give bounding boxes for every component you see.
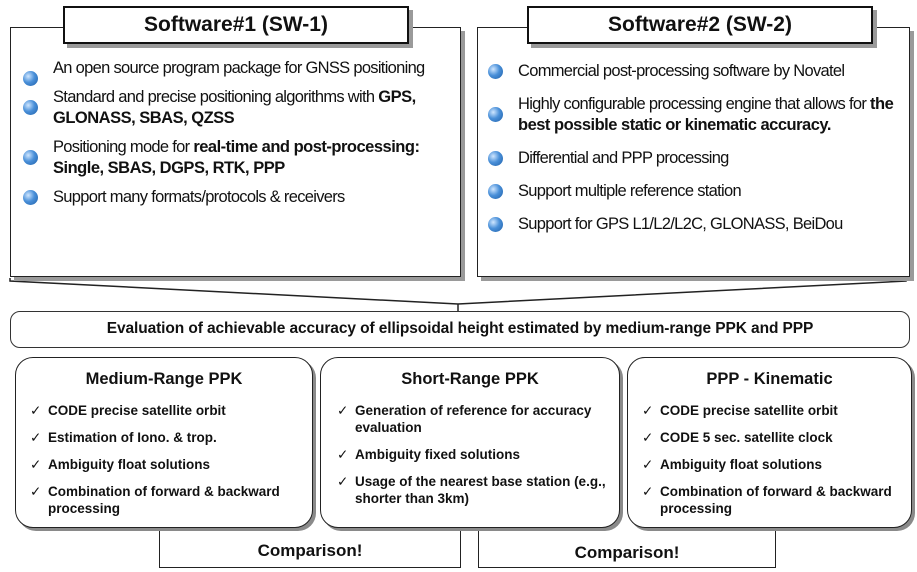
comparison-box-2: Comparison! — [478, 522, 776, 568]
sw2-panel: Commercial post-processing software by N… — [477, 27, 910, 277]
bullet-globe-icon — [488, 64, 503, 79]
bullet-globe-icon — [23, 190, 38, 205]
sw1-bullet: Positioning mode for real-time and post-… — [23, 137, 448, 179]
bullet-globe-icon — [488, 217, 503, 232]
sw1-bullet: Support many formats/protocols & receive… — [23, 187, 448, 208]
bullet-globe-icon — [23, 100, 38, 115]
sw2-bullet: Commercial post-processing software by N… — [488, 61, 913, 82]
sw2-bullet: Support for GPS L1/L2/L2C, GLONASS, BeiD… — [488, 214, 913, 235]
bullet-globe-icon — [23, 71, 38, 86]
ppp-kinematic-box: PPP - Kinematic ✓CODE precise satellite … — [627, 357, 912, 528]
sw2-bullet: Highly configurable processing engine th… — [488, 94, 913, 136]
sw2-bullet-list: Commercial post-processing software by N… — [488, 61, 913, 247]
check-item: ✓Combination of forward & backward proce… — [30, 484, 280, 516]
bullet-globe-icon — [488, 184, 503, 199]
sw1-bullet-list: An open source program package for GNSS … — [23, 58, 448, 216]
checkmark-icon: ✓ — [337, 447, 349, 462]
sw1-bullet: Standard and precise positioning algorit… — [23, 87, 448, 129]
comparison-label: Comparison! — [257, 541, 363, 560]
checkmark-icon: ✓ — [30, 403, 42, 418]
method-title: Short-Range PPK — [401, 370, 539, 388]
check-item: ✓Usage of the nearest base station (e.g.… — [337, 474, 606, 506]
method-checklist: ✓Generation of reference for accuracy ev… — [337, 402, 607, 507]
check-item: ✓Ambiguity float solutions — [30, 457, 210, 472]
checkmark-icon: ✓ — [337, 474, 349, 489]
check-item: ✓Combination of forward & backward proce… — [642, 484, 892, 516]
method-checklist: ✓CODE precise satellite orbit ✓Estimatio… — [30, 402, 300, 517]
bullet-globe-icon — [23, 150, 38, 165]
checkmark-icon: ✓ — [642, 457, 654, 472]
sw1-bullet: An open source program package for GNSS … — [23, 58, 448, 86]
check-item: ✓Ambiguity float solutions — [642, 457, 822, 472]
sw1-title: Software#1 (SW-1) — [63, 6, 409, 44]
method-title: PPP - Kinematic — [706, 370, 833, 388]
checkmark-icon: ✓ — [30, 484, 42, 499]
check-item: ✓Generation of reference for accuracy ev… — [337, 403, 592, 435]
check-item: ✓Estimation of Iono. & trop. — [30, 430, 217, 445]
checkmark-icon: ✓ — [337, 403, 349, 418]
sw1-panel: An open source program package for GNSS … — [10, 27, 461, 277]
medium-range-ppk-box: Medium-Range PPK ✓CODE precise satellite… — [15, 357, 313, 528]
sw2-bullet: Differential and PPP processing — [488, 148, 913, 169]
method-checklist: ✓CODE precise satellite orbit ✓CODE 5 se… — [642, 402, 904, 517]
checkmark-icon: ✓ — [642, 484, 654, 499]
bullet-globe-icon — [488, 151, 503, 166]
checkmark-icon: ✓ — [642, 430, 654, 445]
checkmark-icon: ✓ — [30, 430, 42, 445]
evaluation-banner: Evaluation of achievable accuracy of ell… — [10, 311, 910, 348]
checkmark-icon: ✓ — [30, 457, 42, 472]
check-item: ✓CODE 5 sec. satellite clock — [642, 430, 833, 445]
check-item: ✓CODE precise satellite orbit — [30, 403, 226, 418]
sw2-bullet: Support multiple reference station — [488, 181, 913, 202]
sw2-title: Software#2 (SW-2) — [527, 6, 873, 44]
short-range-ppk-box: Short-Range PPK ✓Generation of reference… — [320, 357, 620, 528]
checkmark-icon: ✓ — [642, 403, 654, 418]
method-title: Medium-Range PPK — [85, 370, 243, 388]
check-item: ✓CODE precise satellite orbit — [642, 403, 838, 418]
bullet-globe-icon — [488, 107, 503, 122]
comparison-box-1: Comparison! — [159, 522, 461, 568]
comparison-label: Comparison! — [574, 543, 680, 562]
check-item: ✓Ambiguity fixed solutions — [337, 447, 521, 462]
